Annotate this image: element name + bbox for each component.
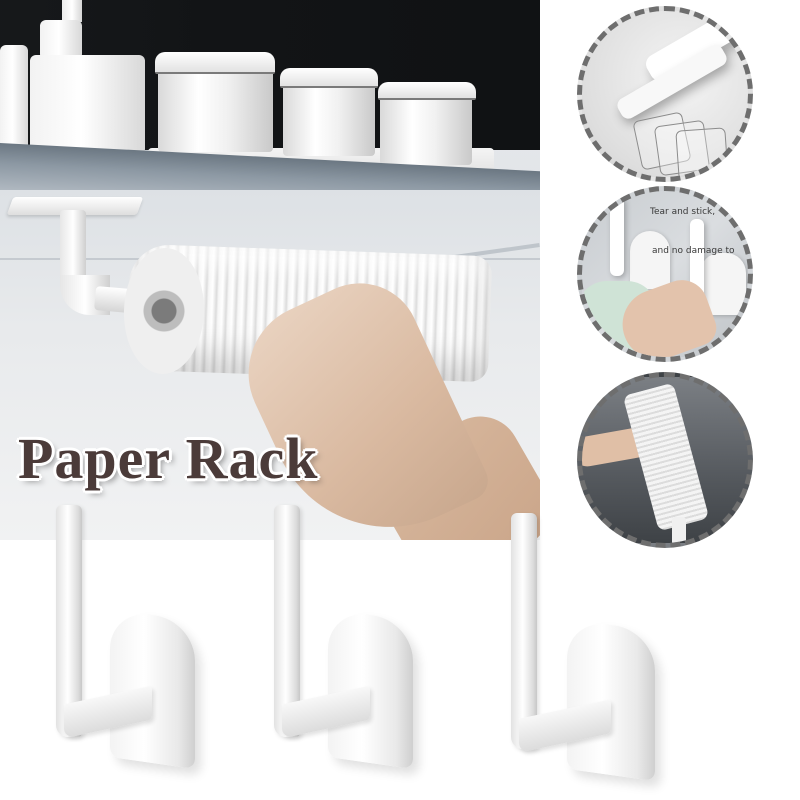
detail-circle-hooks-on-wall <box>577 186 753 362</box>
hook-adhesive-plate <box>110 609 195 769</box>
hook-post <box>274 505 300 737</box>
main-product-photo: Paper Rack <box>0 0 540 540</box>
jar-3-lid <box>378 82 476 100</box>
product-hook-1 <box>50 505 210 785</box>
jar-3 <box>380 90 472 165</box>
adhesive-pad-3 <box>675 127 729 177</box>
product-title: Paper Rack <box>18 426 319 491</box>
jar-1 <box>158 62 273 152</box>
wall-hook <box>672 517 686 543</box>
detail-circle-roll-mounted <box>577 372 753 548</box>
soap-pump-neck <box>40 20 82 60</box>
bottle-left <box>0 45 28 155</box>
caption-line-2: and no damage to <box>652 246 735 256</box>
hook-adhesive-plate <box>567 618 655 782</box>
product-hook-2 <box>268 505 428 785</box>
feature-caption: Tear and stick, and no damage to <box>650 180 735 271</box>
caption-line-1: Tear and stick, <box>650 207 716 217</box>
hook-post-left <box>610 196 624 276</box>
product-hook-3 <box>505 513 675 798</box>
soap-pump-top <box>62 0 82 22</box>
hook-post <box>511 513 537 749</box>
jar-2 <box>283 78 375 156</box>
jar-2-lid <box>280 68 378 88</box>
soap-dispenser <box>30 55 145 155</box>
detail-circle-adhesive-pads <box>577 6 753 182</box>
hook-plate-left <box>630 231 670 289</box>
jar-1-lid <box>155 52 275 74</box>
hook-post <box>56 505 82 737</box>
hook-adhesive-plate <box>328 609 413 769</box>
